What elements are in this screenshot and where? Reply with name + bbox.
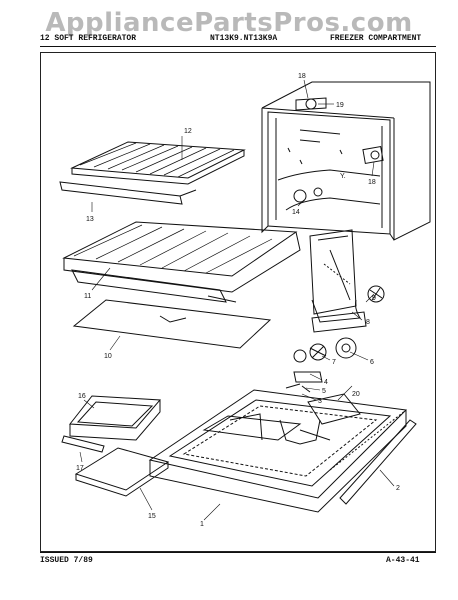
cabinet-marking: Y. <box>340 173 346 180</box>
door-liner-illustration <box>148 389 417 513</box>
footer-rule <box>40 552 436 553</box>
diagram-frame <box>40 52 436 552</box>
part-label-14: 14 <box>292 209 300 216</box>
header-model-numbers: NT13K9.NT13K9A <box>210 34 278 43</box>
part-label-7: 7 <box>332 359 336 366</box>
wire-shelf-illustration <box>59 141 246 205</box>
issue-date: ISSUED 7/89 <box>40 556 93 565</box>
header-section-title: FREEZER COMPARTMENT <box>330 34 422 43</box>
part-label-9: 9 <box>372 295 376 302</box>
trim-strip-illustration <box>61 435 105 453</box>
page-code: A-43-41 <box>386 556 420 565</box>
part-label-1: 1 <box>200 521 204 528</box>
leader-lines <box>79 79 395 521</box>
part-label-4: 4 <box>324 379 328 386</box>
part-number-labels: 12 13 11 10 18 19 18 14 8 9 6 7 4 5 3 20… <box>76 73 400 528</box>
part-label-5: 5 <box>322 388 326 395</box>
header-rule <box>40 46 436 47</box>
site-watermark: AppliancePartsPros.com <box>45 8 413 38</box>
part-label-11: 11 <box>84 293 91 300</box>
diagram-header: 12 SOFT REFRIGERATOR NT13K9.NT13K9A FREE… <box>40 34 436 46</box>
part-label-2: 2 <box>396 485 400 492</box>
part-label-16: 16 <box>78 393 86 400</box>
freezer-shelf-illustration <box>62 221 301 303</box>
part-label-15: 15 <box>148 513 156 520</box>
part-label-18-top: 18 <box>298 73 306 80</box>
evaporator-cover-illustration <box>309 229 385 333</box>
part-label-3: 3 <box>318 398 322 405</box>
freezer-cabinet-illustration <box>261 81 431 241</box>
part-label-20: 20 <box>352 391 360 398</box>
ice-bin-illustration <box>69 395 162 441</box>
control-assembly-illustration <box>285 337 357 393</box>
part-label-8: 8 <box>366 319 370 326</box>
part-label-18-side: 18 <box>368 179 376 186</box>
part-label-19: 19 <box>336 102 344 109</box>
insulation-pad-illustration <box>72 299 272 349</box>
part-label-6: 6 <box>370 359 374 366</box>
ice-tray-illustration <box>74 447 170 497</box>
part-label-12: 12 <box>184 128 192 135</box>
header-appliance-type: 12 SOFT REFRIGERATOR <box>40 34 137 43</box>
part-label-17: 17 <box>76 465 84 472</box>
part-label-13: 13 <box>86 216 94 223</box>
part-label-10: 10 <box>104 353 112 360</box>
door-seal-illustration <box>307 393 361 425</box>
